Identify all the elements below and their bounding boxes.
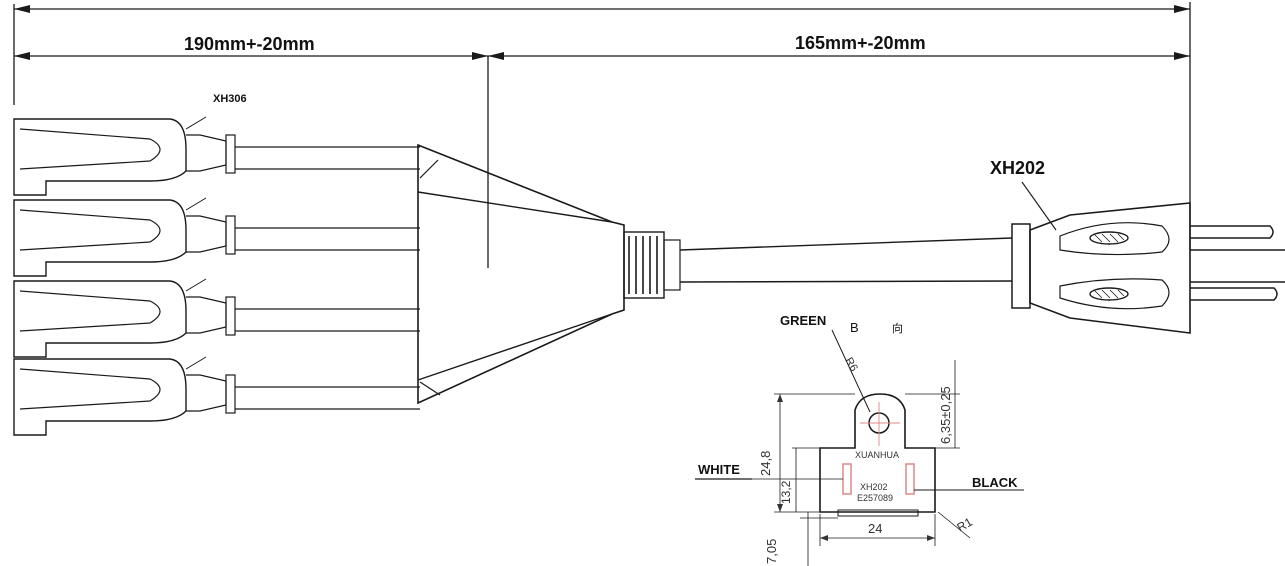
face-model-text: XH202	[860, 482, 888, 492]
white-terminal-label: WHITE	[698, 462, 740, 477]
outlet-2	[13, 197, 236, 277]
main-cord	[679, 237, 1013, 283]
dim-top-label: 6,35±0,25	[938, 386, 953, 444]
black-terminal-label: BLACK	[972, 475, 1018, 490]
dim-height-label: 24,8	[758, 451, 773, 476]
left-length-dimension: 190mm+-20mm	[14, 34, 488, 60]
dim-mid-label: 13,2	[779, 480, 793, 504]
radius-r1-label: R1	[955, 515, 976, 535]
branch-cords	[235, 146, 420, 410]
right-length-dimension: 165mm+-20mm	[487, 33, 1190, 268]
right-length-label: 165mm+-20mm	[795, 33, 926, 53]
splitter-housing	[417, 143, 625, 405]
plug-face-view: GREEN B 向 R6 XUANHUA XH202 E257089 WHITE…	[695, 313, 1024, 566]
strain-relief	[623, 231, 681, 299]
outlet-model-label: XH306	[213, 93, 247, 105]
outlet-3	[13, 278, 236, 358]
plug-prongs	[1190, 225, 1285, 301]
view-label-b: B	[850, 320, 859, 335]
outlet-1	[13, 116, 236, 196]
dim-width-label: 24	[868, 521, 882, 536]
brand-text: XUANHUA	[855, 450, 899, 460]
left-length-label: 190mm+-20mm	[184, 34, 315, 54]
plug-body	[1011, 202, 1191, 334]
cert-text: E257089	[857, 493, 893, 503]
view-label-direction: 向	[892, 321, 903, 335]
green-terminal-label: GREEN	[780, 313, 826, 328]
outlet-4	[13, 356, 236, 436]
dim-bottom-label: 7,05	[764, 539, 779, 564]
plug-model-label: XH202	[990, 158, 1045, 178]
